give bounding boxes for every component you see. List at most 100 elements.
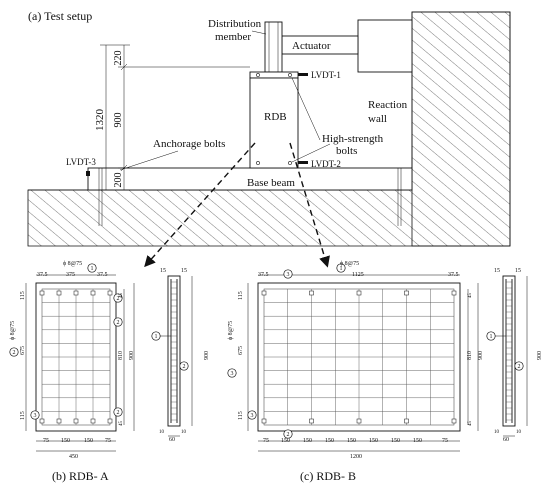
rdb-b-bolt [261,290,267,296]
high-strength-label-2: bolts [336,145,357,157]
anchorage-bolts [98,168,402,226]
arrow-to-rdb-a [144,142,256,268]
lvdt3-label: LVDT-3 [66,157,96,167]
rdb-a-marker-2 [113,317,123,327]
rdb-b-bot-dim-4: 150 [325,438,334,444]
rdb-b-left-marker [227,368,237,378]
rdb-b-marker-0-label: 1 [340,266,343,272]
rdb-b-bot-dim-9: 75 [442,438,448,444]
rdb-b-bolt [356,290,362,296]
rdb-b-bot-dim-2: 150 [281,438,290,444]
rdb-a-left-mid: 675 [20,346,26,355]
rdb-a-right-outer: 900 [129,351,135,360]
rdb-b-bot-dim-6: 150 [369,438,378,444]
high-strength-bolts [256,73,292,165]
rdb-a-marker-3-label: 3 [34,413,37,419]
rdb-b-bolt [309,290,314,296]
rdb-a-total-width: 450 [69,454,78,460]
rdb-b-left-stirrup: ϕ 8@75 [228,321,234,340]
rdb-a-bolt [39,290,45,296]
rdb-a-marker-0-label: 1 [91,266,94,272]
rdb-b-side-marker-2 [514,361,524,371]
rdb-b-bolt [404,418,409,424]
rdb-b-bolt [356,418,362,424]
rdb-b-right-small-top: 45 [468,293,473,299]
anchorage-leader [119,150,179,171]
rdb-b-bolt [404,290,409,296]
rdb-b-marker-3 [283,429,293,439]
dim-bot: 200 [113,173,124,188]
reaction-wall-label-1: Reaction [368,99,408,111]
rdb-b-side-bot-1: 10 [494,430,500,435]
dim-total: 1320 [94,109,106,132]
rdb-b-bolt [261,418,267,424]
lvdt3-sensor [86,171,90,176]
dim-top: 220 [113,51,124,66]
rdb-a-side-width: 60 [169,437,175,443]
rdb-a-side-bot-2: 10 [181,430,187,435]
rdb-b-bolt [451,418,457,424]
distribution-label-2: member [215,31,251,43]
distribution-label-1: Distribution [208,18,262,30]
rdb-b-left-top: 115 [238,291,244,300]
lvdt1-sensor [298,73,308,76]
setup-dimensions [100,44,250,191]
rdb-b-bot-dim-3: 150 [303,438,312,444]
actuator-body [357,19,413,73]
lvdt1-label: LVDT-1 [311,70,341,80]
rdb-a-marker-2-label: 2 [117,320,120,326]
rdb-specimen [249,77,299,169]
rdb-a-labels: ϕ 8@75 37.5 375 37.5 115 675 115 ϕ 8@75 … [10,261,210,460]
rdb-a-left-bot: 115 [20,411,26,420]
rdb-a-bolt [56,418,62,424]
rdb-a-marker-4 [113,407,123,417]
setup-title: (a) Test setup [28,9,92,23]
rdb-a-side-outline [167,275,181,427]
rdb-a-bot-dim-3: 150 [84,438,93,444]
rdb-b-marker-1 [283,269,293,279]
rdb-b-top-dim-3: 37.5 [448,272,459,278]
rdb-a-side-top-2: 15 [181,268,187,274]
rdb-b-right-inner: 810 [467,351,473,360]
rdb-a-bolt [90,290,96,296]
rdb-b-left-mid: 675 [238,346,244,355]
rdb-a-right-small-top: 45 [119,293,124,299]
rdb-b-bolt [309,418,314,424]
rdb-a-marker-1-label: 2 [117,296,120,302]
rdb-a-bot-dim-4: 75 [105,438,111,444]
rdb-b-side-height: 900 [537,351,543,360]
rdb-a-right-small-bot: 45 [119,421,124,427]
rdb-b-side-top-2: 15 [515,268,521,274]
high-strength-label-1: High-strength [322,133,384,145]
rdb-a-top-dim-1: 37.5 [37,272,48,278]
rdb-a-bolt [39,418,45,424]
rdb-a-bolt [107,418,113,424]
rdb-b-top-dim-1: 37.5 [258,272,269,278]
rdb-b-side-bot-2: 10 [516,430,522,435]
rdb-b-marker-1-label: 3 [287,272,290,278]
rdb-a-bot-dim-1: 75 [43,438,49,444]
actuator-label: Actuator [292,40,331,52]
rdb-b-marker-2 [247,410,257,420]
base-beam-label: Base beam [247,177,295,189]
rdb-b-bot-dim-7: 150 [391,438,400,444]
rdb-b-side-marker-2-label: 2 [518,364,521,370]
rdb-a-bolt [73,418,79,424]
rdb-a-left-marker-label: 2 [13,350,16,356]
dim-mid: 900 [113,113,124,128]
rdb-a-left-stirrup: ϕ 8@75 [10,321,16,340]
rdb-a-bolt [73,290,79,296]
rdb-b-left-bot: 115 [238,411,244,420]
rdb-b-bot-dim-8: 150 [413,438,422,444]
rdb-b-side-width: 60 [503,437,509,443]
lvdt2-label: LVDT-2 [311,159,341,169]
rdb-a-side-marker-1-label: 1 [155,334,158,340]
rdb-b-right-small-bot: 45 [468,421,473,427]
rdb-a-right-inner: 810 [118,351,124,360]
rdb-b-marker-3-label: 2 [287,432,290,438]
rdb-a-bolt [107,290,113,296]
rdb-b-top-dim-2: 1125 [352,272,364,278]
